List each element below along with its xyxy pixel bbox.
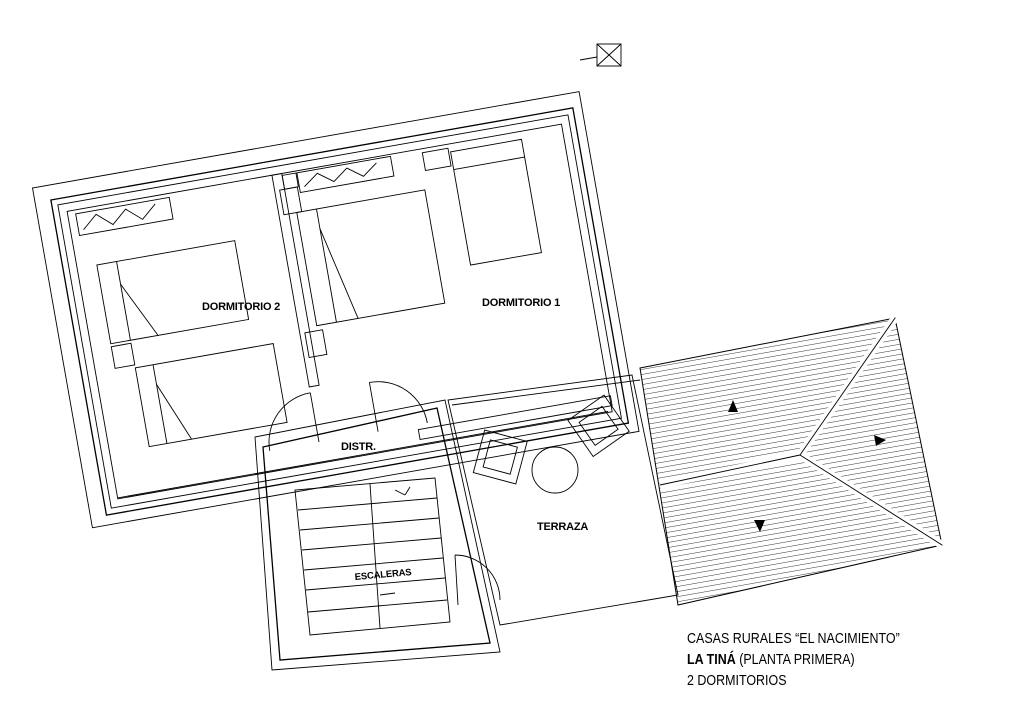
armchair-right	[567, 394, 630, 458]
bed-dorm2-b	[134, 343, 288, 448]
plan-caption: CASAS RURALES “EL NACIMIENTO” LA TINÁ (P…	[687, 629, 900, 692]
arrow-down-icon	[754, 520, 765, 532]
terrace	[447, 374, 679, 626]
wardrobe-dorm1	[296, 155, 395, 194]
house-walls	[31, 91, 640, 529]
staircase	[294, 477, 451, 636]
caption-line-1: CASAS RURALES “EL NACIMIENTO”	[687, 631, 900, 647]
wardrobe-dorm2	[75, 196, 174, 237]
caption-line-3: 2 DORMITORIOS	[687, 673, 787, 689]
label-dormitorio-2: DORMITORIO 2	[202, 301, 280, 313]
bed-dorm2-a	[96, 240, 250, 345]
armchair-left	[472, 429, 528, 485]
label-terraza: TERRAZA	[537, 521, 588, 533]
caption-line-2: LA TINÁ (PLANTA PRIMERA)	[687, 650, 900, 671]
caption-floor: (PLANTA PRIMERA)	[735, 652, 855, 668]
roof-hatched	[639, 315, 945, 606]
label-escaleras: ESCALERAS	[354, 567, 412, 583]
round-table	[531, 446, 579, 494]
caption-house-name: LA TINÁ	[687, 652, 736, 668]
arrow-right-icon	[874, 435, 886, 446]
stair-wing-walls	[254, 399, 501, 671]
bed-dorm1-double	[296, 189, 446, 327]
label-dormitorio-1: DORMITORIO 1	[482, 297, 560, 309]
bed-dorm1-single	[450, 138, 542, 266]
chimney-vent-icon	[579, 43, 622, 67]
arrow-up-icon	[728, 400, 738, 412]
label-distr: DISTR.	[341, 441, 376, 453]
